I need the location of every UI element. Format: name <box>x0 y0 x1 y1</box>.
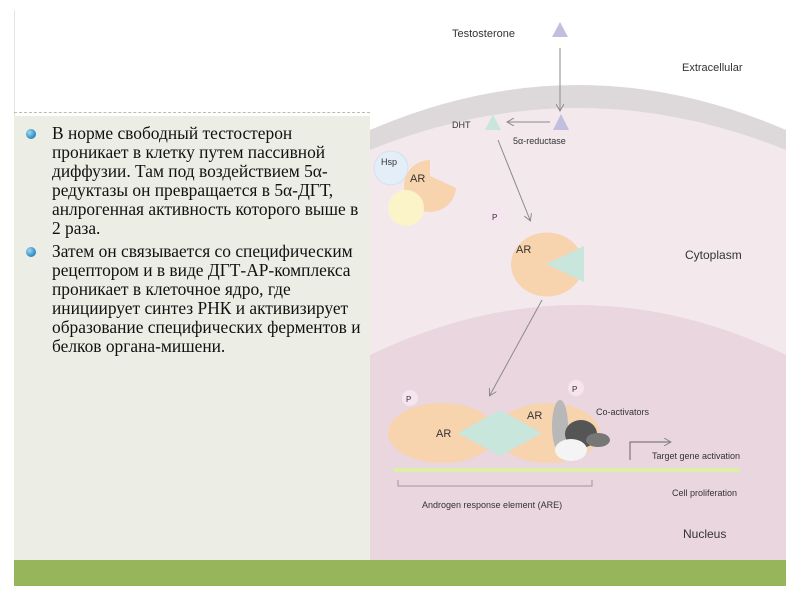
are-label: Androgen response element (ARE) <box>422 500 562 510</box>
bullet-text: Затем он связывается со специфическим ре… <box>52 241 361 356</box>
cell-prolif-label: Cell proliferation <box>672 488 737 498</box>
text-panel <box>14 116 370 560</box>
coactivator-white <box>555 439 587 461</box>
coactivator-grey-tall <box>552 400 568 452</box>
ar-label-cyto: AR <box>516 244 531 256</box>
reductase-label: 5α-reductase <box>513 136 566 146</box>
coactivator-grey-small <box>586 433 610 447</box>
are-bracket <box>397 480 593 487</box>
ar-dimer-left <box>388 403 496 463</box>
phosphate-label-right: P <box>572 385 577 394</box>
ar-label-dimer-right: AR <box>527 410 542 422</box>
dht-bound <box>546 246 584 282</box>
dht-triangle <box>485 114 501 130</box>
phosphate-label: P <box>492 213 497 222</box>
arrow-dht-to-ar <box>497 139 530 220</box>
phosphate-label-left: P <box>406 395 411 404</box>
phosphate-circle <box>488 208 504 224</box>
bullet-list: В норме свободный тестостерон проникает … <box>24 124 364 360</box>
extracellular-label: Extracellular <box>682 62 743 74</box>
bullet-icon <box>26 247 36 257</box>
bullet-icon <box>26 129 36 139</box>
nucleus-label: Nucleus <box>683 527 726 541</box>
bullet-item: Затем он связывается со специфическим ре… <box>24 242 364 356</box>
hsp-circle <box>373 150 409 186</box>
yellow-circle <box>388 190 424 226</box>
coactivators-label: Co-activators <box>596 407 650 417</box>
top-divider <box>14 112 370 113</box>
phosphate-nuclear-right <box>568 380 584 396</box>
phosphate-nuclear-left <box>402 390 418 406</box>
ar-cytoplasm <box>511 232 582 297</box>
diagram-svg: Testosterone Extracellular DHT 5α-reduct… <box>370 22 786 560</box>
ar-label-dimer-left: AR <box>436 428 451 440</box>
target-gene-arrow <box>629 442 670 460</box>
androgen-pathway-diagram: Testosterone Extracellular DHT 5α-reduct… <box>370 10 786 560</box>
dht-dimer-right <box>500 410 542 456</box>
hsp-label: Hsp <box>381 157 397 167</box>
ar-label-hsp: AR <box>410 173 425 185</box>
bullet-item: В норме свободный тестостерон проникает … <box>24 124 364 238</box>
dht-dimer-left <box>458 410 500 456</box>
testosterone-label: Testosterone <box>452 28 515 40</box>
footer-bar <box>14 560 786 586</box>
bullet-text: В норме свободный тестостерон проникает … <box>52 123 359 238</box>
target-gene-label: Target gene activation <box>652 451 740 461</box>
arrow-into-nucleus <box>490 299 543 395</box>
cytoplasm-label: Cytoplasm <box>685 248 742 262</box>
testosterone-triangle <box>552 22 568 37</box>
reductase-triangle <box>553 114 569 130</box>
dht-label: DHT <box>452 120 471 130</box>
